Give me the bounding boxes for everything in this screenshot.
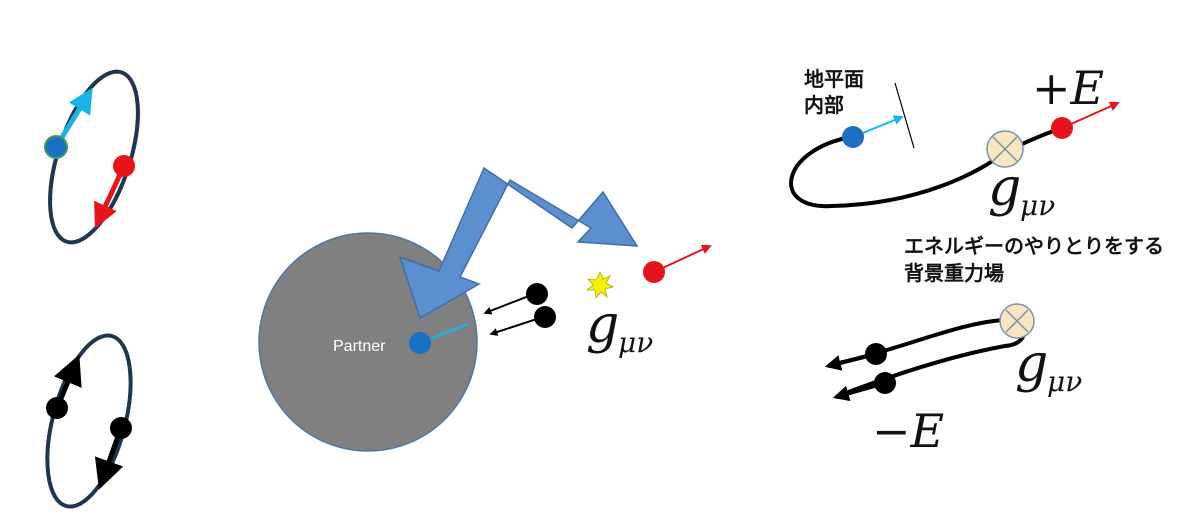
svg-text:g: g <box>586 295 619 355</box>
lower-right-black-particle-lower <box>874 372 896 394</box>
vertex-upper <box>986 130 1024 168</box>
black-pair-arrow-lower <box>489 316 544 336</box>
black-pair-arrow-upper <box>483 293 535 315</box>
metric-label-middle: g μν <box>586 295 653 359</box>
svg-text:μν: μν <box>1020 189 1055 222</box>
zigzag-energy-arrow <box>398 166 639 320</box>
lower-pair-loop-group <box>45 333 133 509</box>
spark-icon <box>585 271 615 299</box>
lower-right-black-particle-upper <box>865 343 887 365</box>
lower-black-particle-left <box>46 397 68 419</box>
metric-label-upper-right: g μν <box>988 158 1055 222</box>
svg-text:g: g <box>988 158 1021 218</box>
escaping-black-pair <box>483 283 556 336</box>
background-field-label: エネルギーのやりとりをする 背景重力場 <box>904 234 1164 285</box>
upper-right-blue-particle <box>842 126 864 148</box>
horizon-line <box>894 82 915 149</box>
svg-text:内部: 内部 <box>804 93 844 117</box>
black-particle-lower <box>534 306 556 328</box>
svg-text:地平面: 地平面 <box>804 67 864 91</box>
partner-label: Partner <box>333 338 386 355</box>
upper-red-particle <box>113 155 135 177</box>
svg-text:g: g <box>1015 334 1048 394</box>
escaping-red-particle <box>643 261 665 283</box>
upper-blue-particle <box>44 135 68 159</box>
lower-black-particle-right <box>110 417 132 439</box>
upper-pair-loop-group <box>44 69 140 245</box>
metric-label-lower-right: g μν <box>1015 334 1082 398</box>
partner-blue-particle <box>409 332 431 354</box>
horizon-interior-label: 地平面 内部 <box>804 67 864 117</box>
negative-energy-label: −E <box>872 404 944 458</box>
svg-text:μν: μν <box>1047 365 1082 398</box>
svg-text:エネルギーのやりとりをする: エネルギーのやりとりをする <box>904 234 1164 258</box>
black-particle-upper <box>526 283 548 305</box>
svg-text:μν: μν <box>618 326 653 359</box>
upper-right-red-particle <box>1051 117 1073 139</box>
positive-energy-label: +E <box>1032 61 1104 115</box>
svg-text:背景重力場: 背景重力場 <box>904 261 1004 285</box>
vertex-lower <box>999 303 1035 339</box>
